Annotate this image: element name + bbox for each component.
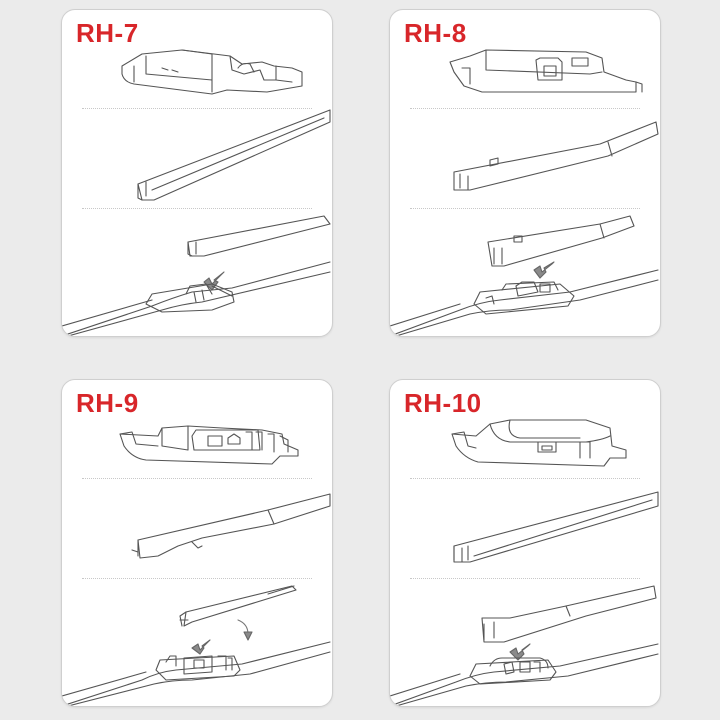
wiper-blade-icon bbox=[187, 215, 331, 257]
wiper-blade-icon bbox=[453, 121, 659, 191]
adapter-icon bbox=[451, 419, 627, 467]
wiper-blade-icon bbox=[487, 215, 635, 267]
divider bbox=[410, 578, 640, 579]
wiper-blade-icon bbox=[453, 491, 659, 563]
divider bbox=[410, 208, 640, 209]
divider bbox=[410, 478, 640, 479]
insert-arrow-icon bbox=[509, 643, 531, 661]
wiper-blade-icon bbox=[62, 641, 331, 706]
wiper-blade-icon bbox=[137, 109, 331, 201]
adapter-icon bbox=[119, 425, 299, 465]
panel-title: RH-8 bbox=[404, 18, 467, 48]
panel-rh-8: RH-8 bbox=[389, 9, 661, 337]
panel-title: RH-9 bbox=[76, 388, 139, 418]
divider bbox=[82, 108, 312, 109]
panel-rh-7: RH-7 bbox=[61, 9, 333, 337]
insert-arrow-icon bbox=[533, 261, 555, 279]
wiper-blade-icon bbox=[481, 585, 657, 643]
wiper-blade-icon bbox=[131, 493, 331, 559]
divider bbox=[82, 208, 312, 209]
panel-title: RH-10 bbox=[404, 388, 482, 418]
adapter-icon bbox=[121, 49, 303, 95]
wiper-blade-icon bbox=[62, 261, 331, 336]
panel-title: RH-7 bbox=[76, 18, 139, 48]
panel-rh-9: RH-9 bbox=[61, 379, 333, 707]
divider bbox=[82, 578, 312, 579]
panel-rh-10: RH-10 bbox=[389, 379, 661, 707]
rotate-arrow-icon bbox=[237, 619, 253, 641]
adapter-icon bbox=[449, 49, 643, 93]
insert-arrow-icon bbox=[191, 639, 211, 655]
divider bbox=[410, 108, 640, 109]
wiper-blade-icon bbox=[179, 585, 297, 627]
wiper-blade-icon bbox=[390, 643, 659, 706]
divider bbox=[82, 478, 312, 479]
wiper-blade-icon bbox=[390, 269, 659, 336]
